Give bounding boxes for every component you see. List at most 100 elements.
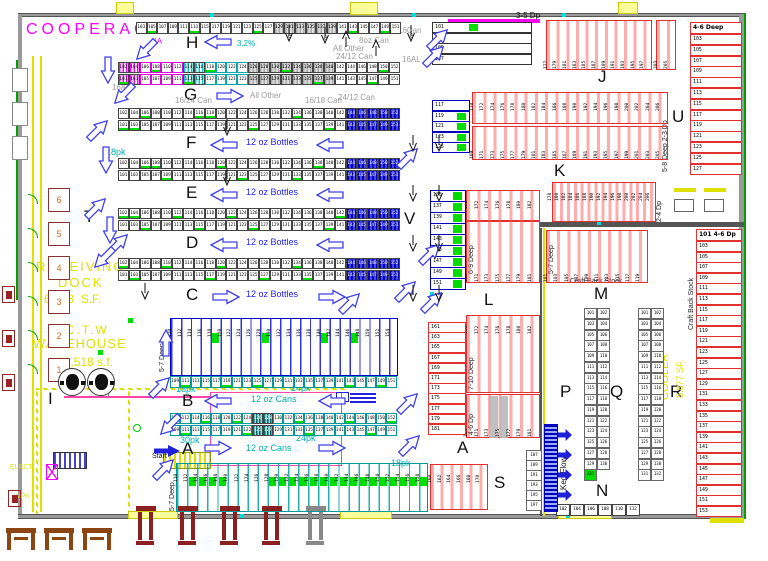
slot-103: 103	[128, 170, 140, 181]
slot-125: 125	[248, 74, 259, 85]
slot-133: 133	[291, 74, 303, 85]
slot-149: 149	[378, 220, 390, 231]
slot-123: 123	[242, 376, 253, 388]
slot-101: 101	[118, 120, 129, 131]
slot-129: 129	[273, 22, 285, 34]
wall-tick	[562, 13, 566, 17]
slot-150: 150	[378, 108, 390, 119]
slot-124: 124	[237, 258, 249, 269]
slot-128: 128	[651, 447, 664, 459]
slot-147: 147	[367, 120, 379, 131]
slot-113: 113	[183, 270, 194, 281]
slot-152: 152	[386, 413, 397, 424]
keg-rack	[544, 424, 558, 512]
slot-109: 109	[161, 220, 173, 231]
slot-152: 152	[389, 108, 400, 119]
slat-172: 172	[474, 325, 480, 334]
slat-206: 206	[655, 102, 661, 111]
wall-yf	[674, 188, 696, 192]
slot-122: 122	[226, 158, 238, 169]
slot-131: 131	[638, 469, 651, 481]
slot-147: 147	[365, 425, 376, 436]
slot-136: 136	[302, 108, 314, 119]
slot-142: 142	[334, 258, 346, 269]
slat-114: 114	[187, 328, 193, 337]
slat-180: 180	[517, 325, 523, 334]
slot-113: 113	[183, 170, 194, 181]
small-arrow-icon	[341, 29, 351, 48]
slot-117: 117	[204, 74, 216, 85]
slot-141: 141	[334, 74, 346, 85]
slot-117: 117	[204, 220, 216, 231]
slot-122: 122	[597, 415, 610, 427]
slat-160: 160	[427, 474, 433, 483]
slot-130: 130	[269, 258, 281, 269]
slot-124: 124	[651, 426, 664, 438]
slot-119: 119	[696, 325, 742, 337]
slot-195: 195	[526, 490, 542, 501]
slot-104: 104	[597, 318, 610, 330]
flow-arrow-icon	[148, 453, 179, 484]
slot-106: 106	[651, 329, 664, 341]
slot-117: 117	[204, 120, 216, 131]
slot-114: 114	[190, 413, 201, 424]
slot-143: 143	[345, 270, 357, 281]
annotation: 6	[226, 128, 230, 134]
zone-label-D: D	[186, 233, 199, 252]
slot-131: 131	[280, 170, 292, 181]
slot-131: 131	[280, 120, 292, 131]
slot-145: 145	[358, 22, 370, 34]
slot-103: 103	[638, 318, 651, 330]
slot-102: 102	[118, 158, 129, 169]
slot-128: 128	[258, 158, 270, 169]
flow-arrow-icon	[203, 34, 232, 50]
slot-135: 135	[302, 220, 314, 231]
annotation: 12 oz Cans	[246, 443, 292, 453]
wall-box-icon	[8, 490, 21, 507]
slat-169: 169	[470, 150, 476, 159]
annotation: 7	[107, 392, 111, 398]
slot-116: 116	[193, 208, 205, 219]
wall-wy	[32, 56, 34, 512]
slot-104: 104	[128, 158, 140, 169]
slat-200: 200	[624, 192, 630, 201]
slat-177: 177	[511, 150, 517, 159]
slot-148: 148	[367, 258, 379, 269]
slat-180: 180	[521, 102, 527, 111]
slot-142: 142	[334, 208, 346, 219]
wall-wd	[540, 228, 542, 516]
slat-142: 142	[335, 473, 341, 482]
slot-107: 107	[690, 55, 742, 67]
flow-arrow-icon	[204, 440, 233, 456]
slot-149: 149	[379, 22, 391, 34]
wall-pk	[64, 396, 212, 398]
slat-192: 192	[597, 192, 602, 201]
slat-173: 173	[485, 273, 491, 282]
wall-wgr	[744, 13, 746, 519]
slot-137: 137	[313, 170, 325, 181]
slot-132: 132	[651, 469, 664, 481]
slot-130: 130	[269, 62, 281, 73]
slot-152: 152	[389, 208, 400, 219]
slot-110: 110	[161, 258, 173, 269]
slot-117: 117	[211, 376, 222, 388]
slot-148: 148	[367, 62, 379, 73]
annotation: 16AL	[112, 83, 131, 92]
slot-163: 163	[428, 332, 466, 343]
small-arrow-icon	[408, 134, 418, 153]
slot-112: 112	[172, 62, 184, 73]
slat-191: 191	[583, 150, 589, 159]
slot-134: 134	[293, 413, 304, 424]
slot-151: 151	[696, 495, 742, 507]
slot-105: 105	[139, 270, 151, 281]
slot-171: 171	[428, 373, 466, 384]
small-arrow-icon	[406, 24, 416, 43]
green-ring-mark	[133, 424, 141, 432]
zone-label-B: B	[182, 391, 194, 410]
slot-133: 133	[291, 220, 303, 231]
